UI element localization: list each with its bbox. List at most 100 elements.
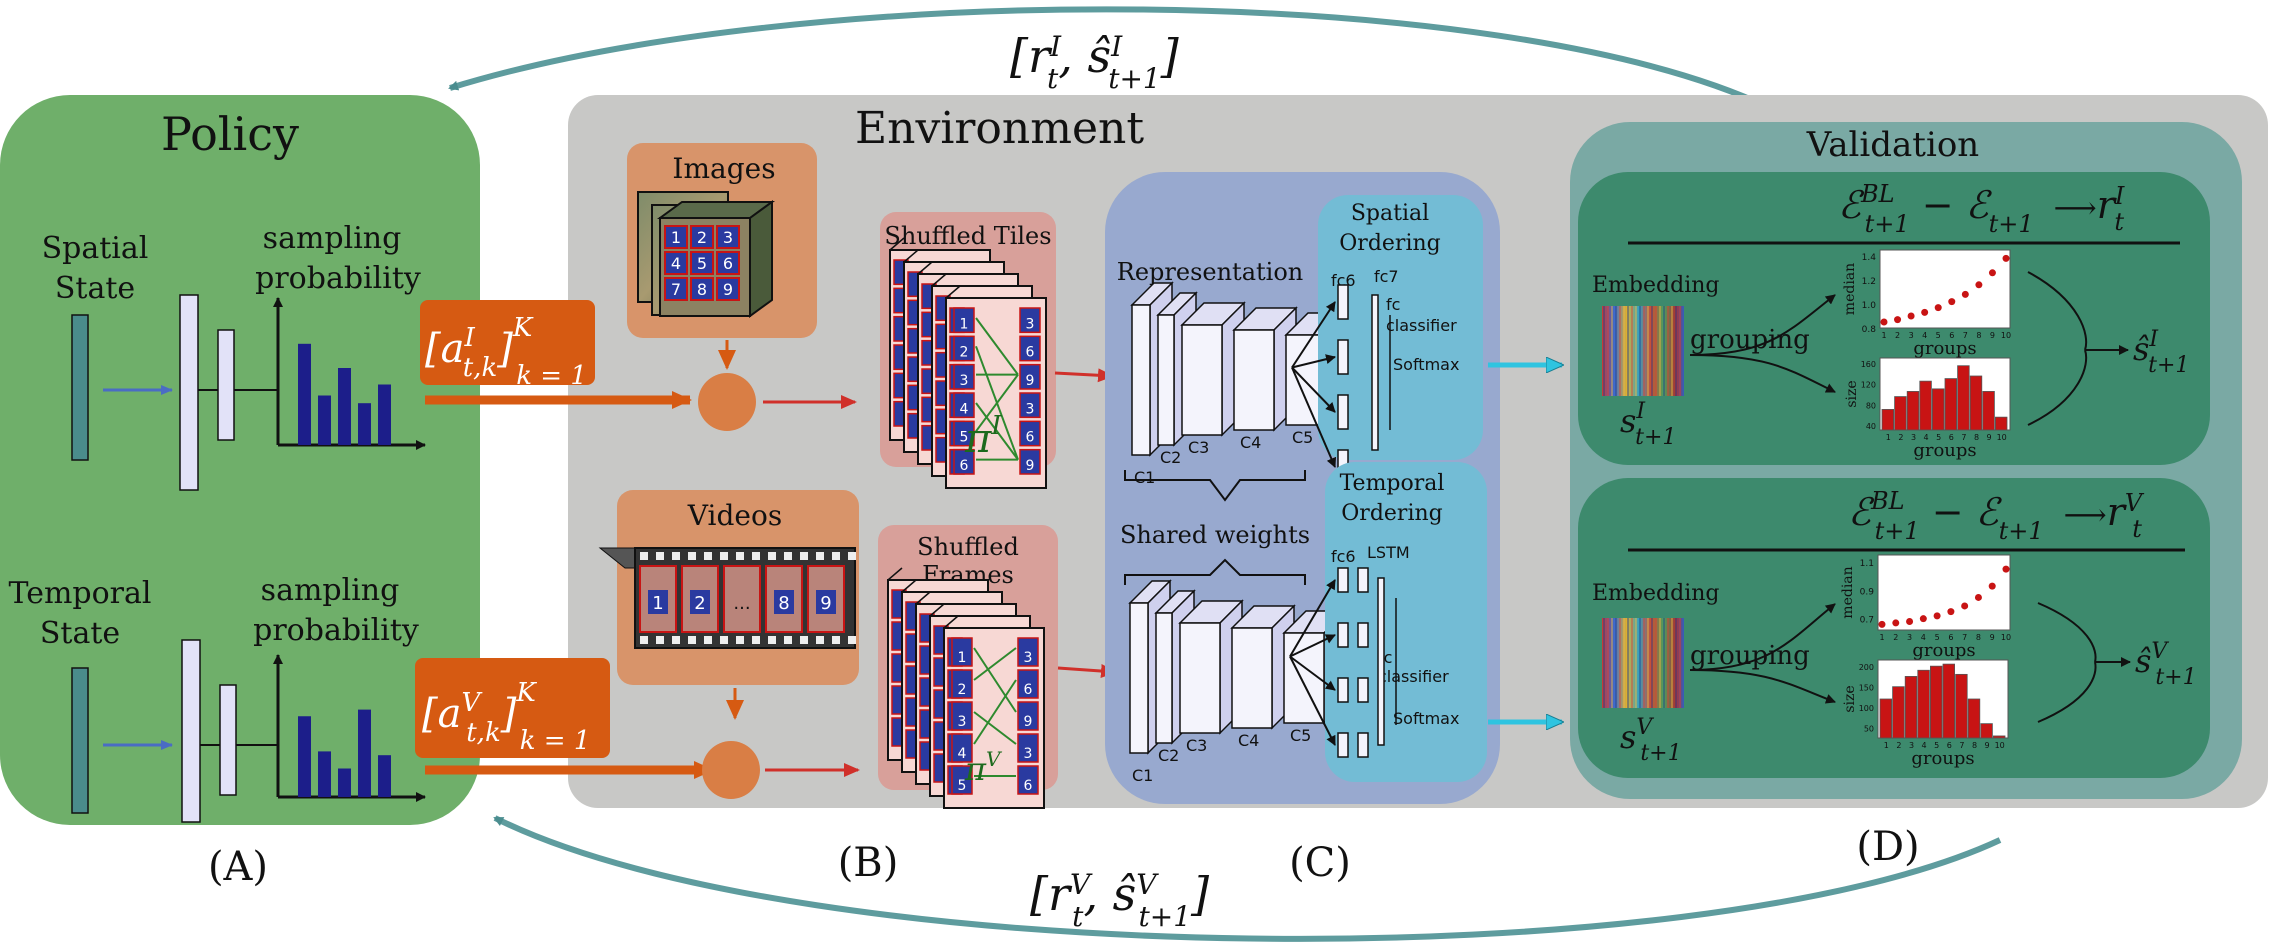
x-tick: 7 <box>1959 741 1964 750</box>
image-tile-number: 7 <box>671 280 681 299</box>
median-point <box>1988 582 1996 590</box>
svg-text:3: 3 <box>1026 401 1035 417</box>
median-point <box>1961 602 1969 610</box>
spatial-layer-2 <box>217 329 235 441</box>
video-frame-number: 9 <box>820 593 831 614</box>
lstm-label: LSTM <box>1367 543 1410 562</box>
size-bar <box>1892 686 1905 739</box>
temporal-probability-chart <box>273 654 426 802</box>
x-tick: 1 <box>1879 633 1884 642</box>
classifier-unit <box>1377 577 1385 746</box>
image-tile <box>716 277 740 301</box>
median-point <box>1974 593 1982 601</box>
image-tile-number: 8 <box>697 280 707 299</box>
spatial-probability-bar <box>378 384 391 445</box>
image-tile-number: 1 <box>671 228 681 247</box>
conv-layer <box>1131 304 1151 456</box>
median-point <box>1892 619 1900 627</box>
svg-text:6: 6 <box>1026 430 1035 446</box>
x-tick: 9 <box>1987 433 1992 442</box>
median-point <box>1933 612 1941 620</box>
embedding-label-top: Embedding <box>1592 273 1719 298</box>
conv-label: C2 <box>1160 448 1181 467</box>
median-point <box>1934 304 1942 312</box>
fc-unit <box>1337 622 1349 648</box>
median-point <box>1919 615 1927 623</box>
fc-label-top: fc <box>1386 295 1400 314</box>
svg-text:4: 4 <box>960 401 969 417</box>
size-bar <box>1955 673 1968 739</box>
fc6-label-bottom: fc6 <box>1331 547 1356 566</box>
svg-text:6: 6 <box>960 458 969 474</box>
video-frame-number: 2 <box>694 593 705 614</box>
video-frame-number: ... <box>733 593 750 614</box>
temporal-state-input <box>71 667 89 814</box>
spatial-layer-1 <box>179 294 199 491</box>
conv-layer <box>1157 314 1175 446</box>
x-tick: 9 <box>1990 633 1995 642</box>
x-tick: 2 <box>1895 331 1900 340</box>
video-frame <box>723 565 761 633</box>
svg-text:4: 4 <box>958 746 967 762</box>
x-tick: 2 <box>1896 741 1901 750</box>
conv-layer <box>1155 612 1173 744</box>
image-tile <box>716 251 740 275</box>
x-tick: 6 <box>1949 433 1954 442</box>
fc-unit <box>1337 284 1349 320</box>
spatial-probability-chart <box>273 297 426 450</box>
size-bar <box>1930 665 1943 739</box>
svg-text:2: 2 <box>960 345 969 361</box>
video-frame <box>807 565 845 633</box>
x-tick: 3 <box>1909 331 1914 340</box>
shared-weights-brace-bottom <box>1124 558 1306 585</box>
median-tick: 1.0 <box>1862 301 1877 311</box>
image-tile <box>664 251 688 275</box>
image-sampling-node <box>698 373 756 431</box>
image-tile <box>664 225 688 249</box>
pi-I-label: πI <box>964 411 1002 462</box>
conv-layer <box>1181 324 1223 436</box>
image-tile-number: 4 <box>671 254 681 273</box>
video-action-box <box>415 658 610 758</box>
conv-label: C4 <box>1240 433 1261 452</box>
svg-text:1: 1 <box>958 650 967 666</box>
size-bar <box>1969 375 1983 431</box>
groups-axis-label: groups <box>1913 338 1976 359</box>
size-bar <box>1917 669 1930 739</box>
svg-text:9: 9 <box>1026 373 1035 389</box>
svg-text:3: 3 <box>958 714 967 730</box>
x-tick: 7 <box>1962 633 1967 642</box>
x-tick: 1 <box>1881 331 1886 340</box>
image-tile <box>690 225 714 249</box>
x-tick: 5 <box>1936 433 1941 442</box>
x-tick: 6 <box>1947 741 1952 750</box>
panel-label-b: (B) <box>838 840 899 886</box>
embedding-label-bottom: Embedding <box>1592 581 1719 606</box>
feedback-arrow-top <box>448 6 1772 111</box>
classifier-unit <box>1371 294 1379 451</box>
size-bar <box>1932 388 1945 431</box>
size-bar <box>1894 396 1907 431</box>
median-point <box>1961 290 1969 298</box>
size-bar <box>1904 676 1918 739</box>
image-tile <box>690 277 714 301</box>
median-axis-label: median <box>1842 263 1858 315</box>
svg-text:3: 3 <box>1024 746 1033 762</box>
size-bar <box>1995 416 2008 431</box>
median-point <box>1907 312 1915 320</box>
image-tile-number: 2 <box>697 228 707 247</box>
image-action-box <box>420 300 595 385</box>
x-tick: 8 <box>1976 331 1981 340</box>
temporal-probability-bar <box>318 751 331 797</box>
x-tick: 9 <box>1985 741 1990 750</box>
fc-unit <box>1337 339 1349 375</box>
representation-label: Representation <box>1117 258 1303 286</box>
svg-text:3: 3 <box>1024 650 1033 666</box>
